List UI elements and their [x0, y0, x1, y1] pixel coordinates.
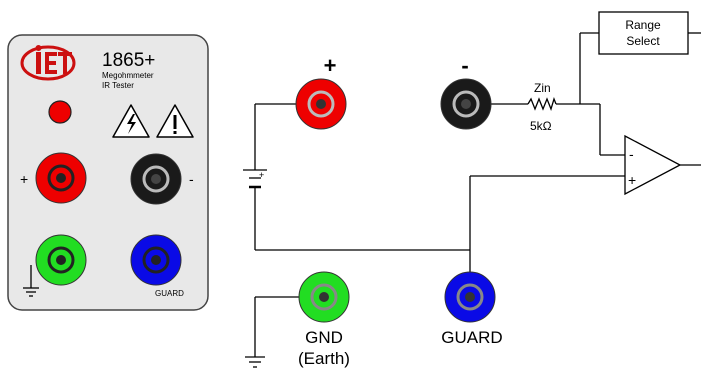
resistor-name: Zin	[534, 81, 551, 95]
red-terminal	[295, 78, 347, 130]
battery-plus-label: +	[259, 170, 264, 180]
iet-logo	[20, 45, 76, 81]
guard-label: GUARD	[441, 328, 502, 347]
plus-terminal-label: +	[324, 53, 337, 78]
panel-ground-icon	[23, 265, 39, 297]
resistor-value: 5kΩ	[530, 119, 552, 133]
schematic-wires	[254, 32, 701, 357]
green-terminal	[298, 271, 350, 323]
zin-resistor-icon	[527, 97, 557, 111]
high-voltage-warning-icon	[112, 104, 150, 138]
opamp-icon	[624, 134, 682, 196]
product-line-2: IR Tester	[102, 81, 134, 90]
blue-terminal	[444, 271, 496, 323]
panel-black-terminal	[130, 153, 182, 205]
minus-terminal-label: -	[461, 53, 468, 78]
panel-guard-label: GUARD	[155, 289, 184, 298]
gnd-label-line-2: (Earth)	[298, 349, 350, 368]
earth-ground-icon	[245, 356, 265, 368]
panel-red-terminal	[35, 152, 87, 204]
panel-green-terminal	[35, 234, 87, 286]
range-select-line-2: Select	[626, 34, 660, 48]
instrument-front-panel: 1865+ Megohmmeter IR Tester + -	[7, 34, 209, 311]
model-number: 1865+	[102, 50, 155, 71]
opamp-inverting-label: -	[629, 146, 634, 162]
range-select-box	[598, 11, 689, 55]
panel-blue-terminal	[130, 234, 182, 286]
opamp-noninverting-label: +	[628, 172, 636, 188]
panel-minus-label: -	[189, 171, 194, 187]
gnd-label-line-1: GND	[305, 328, 343, 347]
caution-warning-icon	[156, 104, 194, 138]
product-line-1: Megohmmeter	[102, 71, 154, 80]
battery-icon	[243, 169, 267, 189]
black-terminal	[440, 78, 492, 130]
power-indicator-light	[48, 100, 72, 124]
range-select-line-1: Range	[625, 18, 661, 32]
panel-plus-label: +	[20, 171, 28, 187]
